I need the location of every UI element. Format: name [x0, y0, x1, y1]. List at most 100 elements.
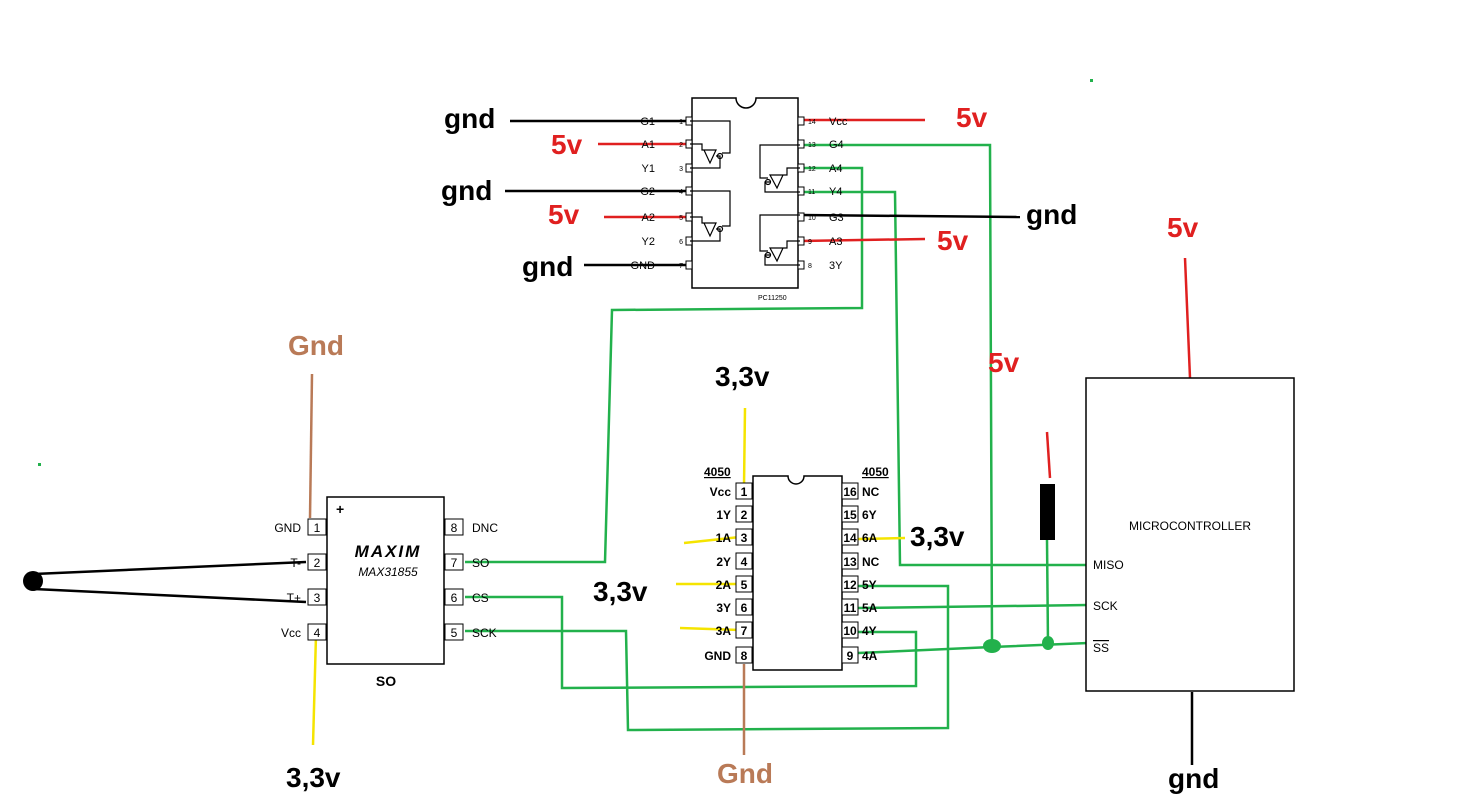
mcu-pin-miso: MISO — [1093, 558, 1124, 572]
wire-cs-to-4y — [465, 595, 918, 690]
svg-text:8: 8 — [808, 263, 812, 270]
svg-text:11: 11 — [808, 189, 815, 196]
svg-text:6: 6 — [679, 239, 683, 246]
buffer-pin-14: 14 Vcc — [797, 116, 848, 128]
label-max-gnd: Gnd — [288, 330, 344, 361]
label-buf-g1-gnd: gnd — [444, 103, 495, 134]
wire-y4-to-miso — [800, 190, 1088, 567]
wire-33v-3a — [679, 626, 741, 632]
wire-g4-to-ss — [800, 143, 994, 646]
label-buf-vcc-5v: 5v — [956, 102, 988, 133]
wire-33v-max-vcc — [311, 634, 318, 746]
svg-text:10: 10 — [843, 624, 857, 638]
wire-33v-6a — [857, 536, 906, 541]
pin-label: DNC — [472, 521, 498, 535]
label-buf-a2-5v: 5v — [548, 199, 580, 230]
pin-label: CS — [472, 591, 489, 605]
buffer-pin-1: 1 G1 — [640, 116, 693, 128]
svg-text:1: 1 — [679, 119, 683, 126]
svg-text:10: 10 — [808, 215, 816, 222]
pin-label: A3 — [829, 236, 842, 248]
wire-5v-mcu — [1183, 257, 1192, 379]
plus-marker: + — [336, 501, 344, 517]
thermocouple-junction — [23, 571, 43, 591]
ic4050-pin-7: 7 3A — [716, 621, 753, 639]
ic4050-title-right: 4050 — [862, 465, 889, 479]
ic4050-pin-11: 11 5A — [841, 598, 878, 616]
svg-text:3: 3 — [679, 166, 683, 173]
svg-text:12: 12 — [843, 578, 857, 592]
max-pin-2: 2T- — [290, 553, 327, 571]
pin-label: 5A — [862, 601, 878, 615]
svg-text:16: 16 — [843, 485, 857, 499]
svg-text:14: 14 — [808, 119, 816, 126]
svg-text:2: 2 — [741, 508, 748, 522]
pin-label: G3 — [829, 212, 844, 224]
svg-text:4: 4 — [679, 189, 683, 196]
label-buf-a1-5v: 5v — [551, 129, 583, 160]
pin-label: 2A — [716, 578, 732, 592]
pin-label: Vcc — [710, 485, 732, 499]
pin-label: G1 — [640, 116, 655, 128]
pin-label: A2 — [642, 212, 655, 224]
svg-text:3: 3 — [741, 531, 748, 545]
label-mcu-vcc-5v: 5v — [1167, 212, 1199, 243]
wire-resistor-to-ss — [1045, 539, 1050, 646]
pin-label: 6A — [862, 531, 878, 545]
pin-label: SCK — [472, 626, 497, 640]
pin-label: 3A — [716, 624, 732, 638]
pin-label: T+ — [287, 591, 301, 605]
junction-dot — [1042, 636, 1054, 650]
maxim-logo: MAXIM — [355, 542, 422, 561]
stray-dot — [1090, 79, 1093, 82]
pin-label: Y4 — [829, 186, 842, 198]
mcu-pin-sck: SCK — [1093, 599, 1118, 613]
ic4050-pin-5: 5 2A — [716, 575, 753, 593]
label-buf-gnd: gnd — [522, 251, 573, 282]
label-mcu-gnd: gnd — [1168, 763, 1219, 794]
pin-label: GND — [704, 649, 731, 663]
mcu-title: MICROCONTROLLER — [1129, 519, 1251, 533]
pin-label: Y1 — [642, 163, 655, 175]
pin-label: 5Y — [862, 578, 877, 592]
thermocouple-lead-plus — [33, 587, 307, 604]
pin-label: NC — [862, 555, 880, 569]
label-4050-vcc: 3,3v — [715, 361, 770, 392]
wire-33v-1a — [683, 535, 741, 545]
label-4050-inputs-right: 3,3v — [910, 521, 965, 552]
pin-label: A4 — [829, 163, 842, 175]
red-wires — [598, 118, 1192, 479]
svg-text:13: 13 — [808, 142, 816, 149]
pin-label: 1A — [716, 531, 732, 545]
svg-text:1: 1 — [741, 485, 748, 499]
max-package: SO — [376, 673, 396, 689]
yellow-wires — [311, 407, 906, 746]
buffer-pin-6: 6Y2 — [642, 236, 693, 248]
label-4050-gnd: Gnd — [717, 758, 773, 789]
svg-text:8: 8 — [741, 649, 748, 663]
pin-label: GND — [631, 260, 656, 272]
stray-dot — [38, 463, 41, 466]
svg-text:11: 11 — [844, 601, 857, 615]
ic4050-pin-3: 3 1A — [716, 528, 753, 546]
pin-label: Vcc — [829, 116, 848, 128]
wire-gnd-g3 — [799, 213, 1021, 219]
svg-text:7: 7 — [741, 624, 748, 638]
svg-text:5: 5 — [741, 578, 748, 592]
pullup-resistor — [1040, 484, 1055, 540]
buffer-gate — [690, 120, 800, 266]
pin-label: T- — [290, 556, 301, 570]
junction-dot — [983, 639, 1001, 653]
